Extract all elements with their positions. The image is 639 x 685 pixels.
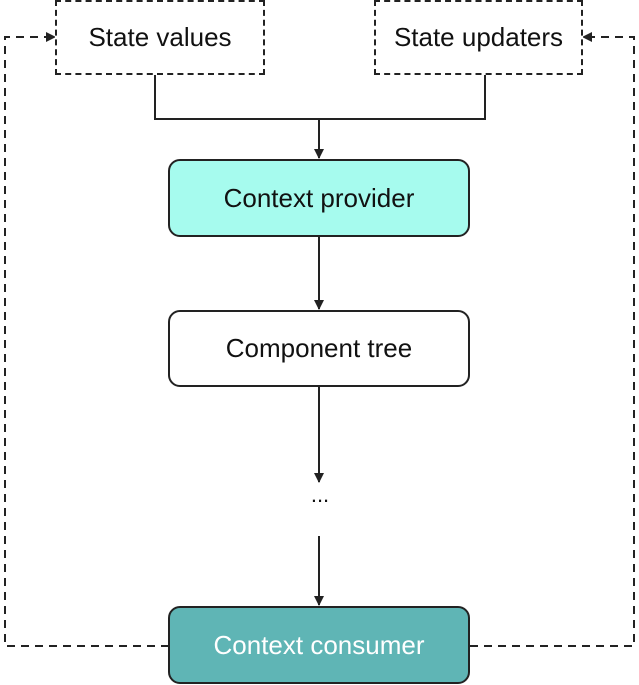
context-provider-box: Context provider — [168, 159, 470, 237]
state-values-label: State values — [88, 22, 232, 52]
component-tree-box: Component tree — [168, 310, 470, 387]
context-provider-label: Context provider — [223, 182, 415, 213]
right-dashed-loop — [470, 32, 635, 647]
state-values-box: State values — [55, 0, 265, 75]
context-consumer-label: Context consumer — [213, 629, 425, 660]
state-updaters-connector — [319, 75, 486, 120]
state-updaters-label: State updaters — [393, 22, 564, 52]
ellipsis-label: ... — [310, 482, 330, 507]
state-updaters-box: State updaters — [374, 0, 583, 75]
left-dashed-loop — [4, 32, 169, 647]
context-consumer-box: Context consumer — [168, 606, 470, 684]
state-values-connector — [154, 75, 319, 120]
component-tree-label: Component tree — [225, 333, 413, 363]
